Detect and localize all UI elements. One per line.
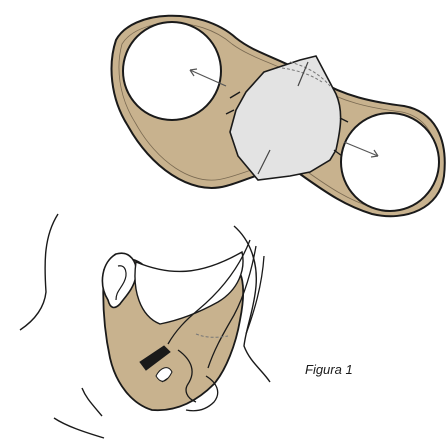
right-eye-hole	[341, 113, 439, 211]
figure-caption: Figura 1	[305, 362, 353, 377]
head-contour-left	[20, 214, 58, 330]
neck-contour	[54, 388, 104, 438]
mask-template	[112, 16, 445, 217]
face-illustration	[20, 214, 270, 438]
left-eye-hole	[123, 22, 221, 120]
